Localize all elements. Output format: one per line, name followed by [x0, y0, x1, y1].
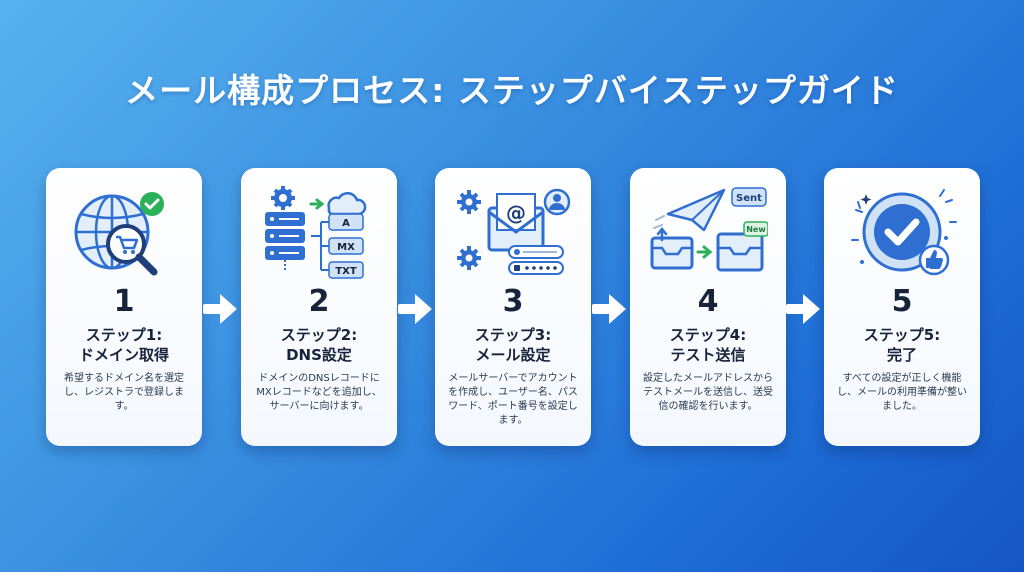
completed-check-thumbs-up-icon	[851, 189, 957, 276]
step-description: すべての設定が正しく機能し、メールの利用準備が整いました。	[837, 373, 967, 412]
step-number: 4	[697, 284, 719, 319]
step-heading: ステップ3: メール設定	[474, 326, 552, 364]
step-heading: ステップ1: ドメイン取得	[78, 326, 169, 364]
step-card-5: 5 ステップ5: 完了 すべての設定が正しく機能し、メールの利用準備が整いました…	[824, 168, 980, 446]
mail-account-settings-icon: @	[457, 188, 571, 275]
step-card-1: 1 ステップ1: ドメイン取得 希望するドメイン名を選定し、レジストラで登録しま…	[46, 168, 202, 446]
step-heading: ステップ4: テスト送信	[669, 326, 747, 364]
step-card-2: A MX TXT 2 ステップ2: DNS設定 ドメインのDNSレコードにMXレ…	[241, 168, 397, 446]
arrow-right-icon	[203, 294, 237, 324]
step-description: メールサーバーでアカウントを作成し、ユーザー名、パスワード、ポート番号を設定しま…	[448, 373, 578, 426]
step-number: 5	[891, 284, 913, 319]
globe-search-cart-icon	[74, 192, 164, 276]
dns-server-records-icon: A MX TXT	[265, 186, 367, 279]
dns-record-mx: MX	[337, 242, 355, 253]
step-number: 2	[308, 284, 330, 319]
arrow-right-icon	[398, 294, 432, 324]
arrow-right-icon	[592, 294, 626, 324]
step-number: 3	[502, 284, 524, 319]
page-title: メール構成プロセス: ステップバイステップガイド	[125, 71, 899, 110]
step-card-4: Sent New 4 ステップ4: テスト送信 設定したメールアドレスからテスト…	[630, 168, 786, 446]
dns-record-txt: TXT	[335, 266, 357, 277]
arrow-right-icon	[786, 294, 820, 324]
step-heading: ステップ2: DNS設定	[280, 326, 358, 364]
step-description: ドメインのDNSレコードにMXレコードなどを追加し、サーバーに向けます。	[256, 373, 382, 412]
step-description: 希望するドメイン名を選定し、レジストラで登録します。	[64, 373, 184, 412]
step-description: 設定したメールアドレスからテストメールを送信し、送受信の確認を行います。	[643, 373, 773, 412]
step-card-3: @ 3 ステップ3: メール設定 メールサーバーでアカウントを作成し、ユーザー名…	[435, 168, 591, 446]
step-heading: ステップ5: 完了	[863, 326, 941, 364]
step-number: 1	[113, 284, 135, 319]
svg-text:@: @	[506, 201, 526, 225]
dns-record-a: A	[342, 218, 350, 229]
sent-label: Sent	[736, 193, 762, 204]
new-label: New	[746, 225, 766, 234]
send-test-mail-icon: Sent New	[650, 187, 768, 272]
